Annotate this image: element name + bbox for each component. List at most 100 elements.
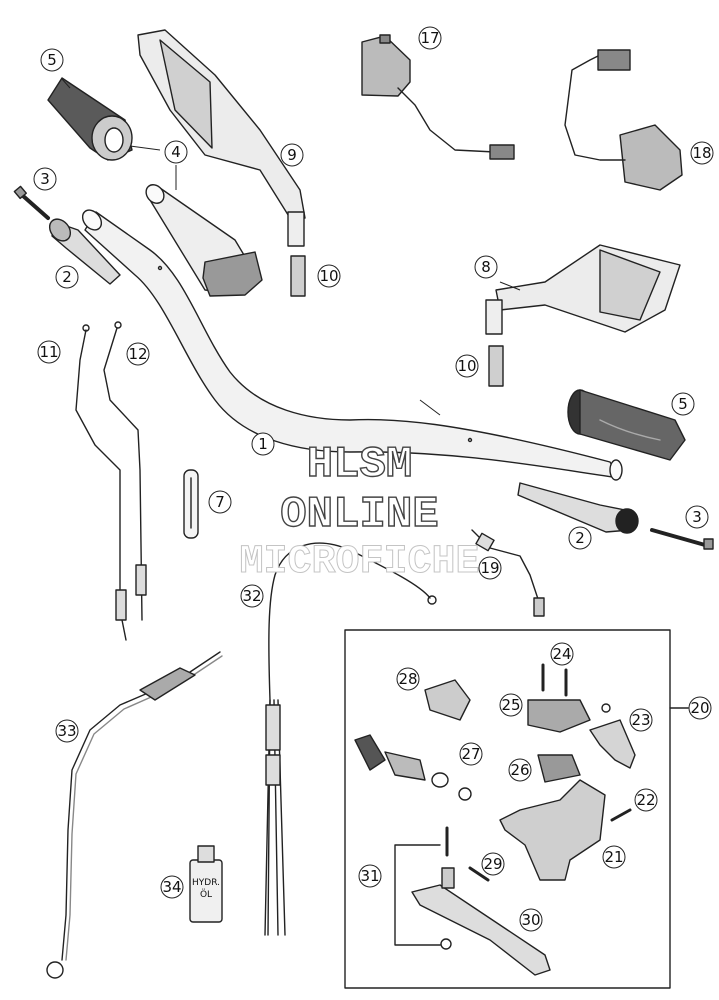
svg-text:19: 19 [480, 559, 499, 577]
mirror-adapter-right [488, 345, 504, 387]
brake-master-group-box [344, 629, 671, 989]
mirror-left [137, 29, 306, 247]
brake-lever-30 [411, 884, 551, 976]
callout-32: 32 [240, 584, 264, 608]
braided-hose-33 [46, 651, 223, 979]
callout-2-left: 2 [55, 265, 79, 289]
handlebar-part [81, 209, 623, 481]
svg-text:18: 18 [692, 144, 711, 162]
grip-rubber-left [47, 77, 133, 161]
callout-19: 19 [478, 556, 502, 580]
screws-24 [541, 663, 568, 697]
spring-29 [468, 866, 490, 882]
svg-text:32: 32 [242, 587, 261, 605]
throttle-cable-12 [103, 321, 147, 621]
mirror-adapter-left [290, 255, 306, 297]
callout-4: 4 [164, 140, 188, 164]
callout-28: 28 [396, 667, 420, 691]
callout-26: 26 [508, 758, 532, 782]
screw-set-31 [394, 826, 455, 950]
callout-25: 25 [499, 693, 523, 717]
switch-right [564, 49, 683, 191]
svg-text:29: 29 [483, 855, 502, 873]
svg-text:22: 22 [636, 791, 655, 809]
callout-7: 7 [208, 490, 232, 514]
piston-kit-27 [354, 734, 472, 801]
callout-10-right: 10 [455, 354, 479, 378]
callout-17: 17 [418, 26, 442, 50]
switch-left [361, 34, 515, 160]
svg-text:27: 27 [461, 745, 480, 763]
svg-text:31: 31 [360, 867, 379, 885]
callout-18: 18 [690, 141, 714, 165]
svg-text:11: 11 [39, 343, 58, 361]
reservoir-cover-25 [527, 699, 591, 733]
svg-text:5: 5 [678, 395, 688, 413]
svg-text:26: 26 [510, 761, 529, 779]
svg-text:2: 2 [575, 529, 585, 547]
screw-right [650, 528, 714, 550]
screw-left [13, 185, 50, 220]
bar-end-weight-left [48, 218, 121, 285]
callout-27: 27 [459, 742, 483, 766]
callout-1: 1 [251, 432, 275, 456]
svg-text:10: 10 [457, 357, 476, 375]
callout-21: 21 [602, 845, 626, 869]
kill-switch-cable [471, 529, 545, 617]
bottle-label-line1: HYDR. [192, 878, 220, 888]
callout-5-right: 5 [671, 392, 695, 416]
callout-9: 9 [280, 143, 304, 167]
callout-33: 33 [55, 719, 79, 743]
mirror-right [485, 244, 681, 335]
svg-text:8: 8 [481, 258, 491, 276]
callout-8: 8 [474, 255, 498, 279]
screw-22 [610, 808, 632, 822]
svg-text:3: 3 [692, 508, 702, 526]
svg-text:1: 1 [258, 435, 268, 453]
part-23 [589, 703, 636, 769]
callout-23: 23 [629, 708, 653, 732]
svg-text:24: 24 [552, 645, 571, 663]
svg-text:33: 33 [57, 722, 76, 740]
callout-29: 29 [481, 852, 505, 876]
svg-text:20: 20 [690, 699, 709, 717]
hydraulic-oil-bottle [189, 845, 223, 923]
callout-5-left: 5 [40, 48, 64, 72]
svg-text:9: 9 [287, 146, 297, 164]
callout-2-right: 2 [568, 526, 592, 550]
svg-text:21: 21 [604, 848, 623, 866]
master-cylinder-21 [499, 779, 606, 881]
callout-22: 22 [634, 788, 658, 812]
svg-text:5: 5 [47, 51, 57, 69]
svg-text:34: 34 [162, 878, 181, 896]
svg-text:12: 12 [128, 345, 147, 363]
membrane-26 [537, 754, 581, 783]
svg-text:17: 17 [420, 29, 439, 47]
svg-text:3: 3 [40, 170, 50, 188]
svg-text:7: 7 [215, 493, 225, 511]
svg-text:25: 25 [501, 696, 520, 714]
callout-20: 20 [688, 696, 712, 720]
svg-text:23: 23 [631, 711, 650, 729]
throttle-cable-11 [75, 324, 127, 641]
callout-30: 30 [519, 908, 543, 932]
bottle-label-line2: ÖL [200, 889, 212, 900]
callout-34: 34 [160, 875, 184, 899]
cable-32 [264, 542, 437, 936]
cable-clip [183, 469, 199, 539]
callout-3-left: 3 [33, 167, 57, 191]
grip-rubber-right [567, 389, 686, 461]
svg-text:4: 4 [171, 143, 181, 161]
svg-text:10: 10 [319, 267, 338, 285]
callout-10-left: 10 [317, 264, 341, 288]
svg-text:28: 28 [398, 670, 417, 688]
callout-11: 11 [37, 340, 61, 364]
bar-end-weight-right [517, 482, 639, 534]
clamp-28 [424, 679, 471, 721]
svg-text:2: 2 [62, 268, 72, 286]
callout-12: 12 [126, 342, 150, 366]
svg-text:30: 30 [521, 911, 540, 929]
throttle-grip-tube [145, 184, 263, 297]
callout-3-right: 3 [685, 505, 709, 529]
